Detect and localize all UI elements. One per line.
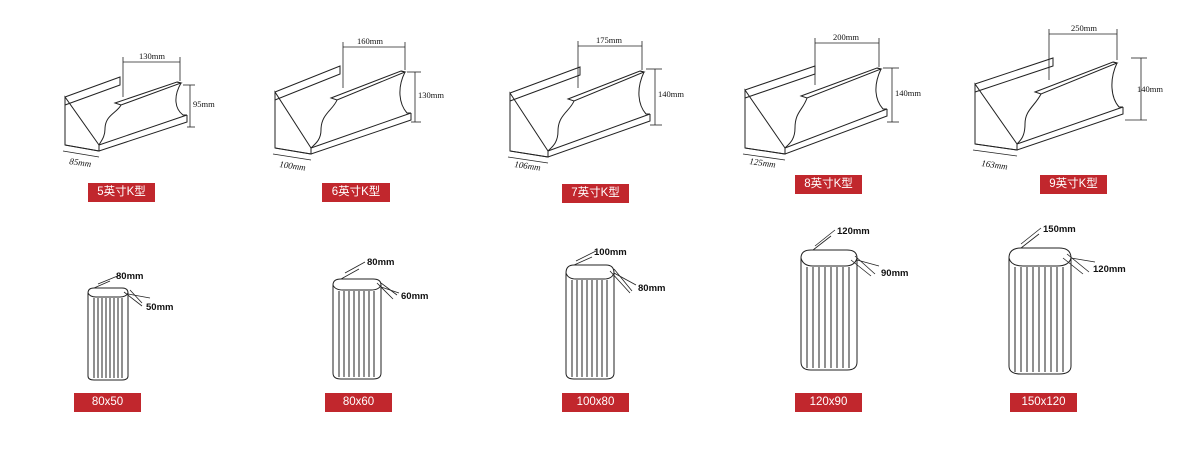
downpipe-80x50-drawing: 80mm 50mm: [87, 271, 173, 381]
gutter-7inch-drawing: 175mm 140mm 106mm: [507, 35, 684, 173]
gutter-top-dim: 160mm: [357, 36, 383, 46]
gutter-bottom-dim: 100mm: [279, 159, 307, 173]
downpipe-80x60-drawing: 80mm 60mm: [332, 257, 428, 380]
gutter-height-dim: 140mm: [658, 89, 684, 99]
gutter-bottom-dim: 106mm: [514, 159, 542, 173]
pipe-label: 100x80: [562, 393, 629, 412]
pipe-depth-dim: 90mm: [881, 268, 908, 279]
gutter-top-dim: 130mm: [139, 51, 165, 61]
gutter-9inch-drawing: 250mm 140mm 163mm: [972, 23, 1163, 172]
gutter-6inch-drawing: 160mm 130mm 100mm: [272, 36, 444, 173]
pipe-width-dim: 100mm: [594, 247, 627, 258]
gutter-bottom-dim: 163mm: [981, 158, 1009, 172]
pipe-label: 120x90: [795, 393, 862, 412]
pipe-depth-dim: 60mm: [401, 291, 428, 302]
gutter-bottom-dim: 85mm: [69, 156, 93, 169]
downpipe-120x90-drawing: 120mm 90mm: [800, 226, 908, 371]
gutter-top-dim: 175mm: [596, 35, 622, 45]
downpipe-150x120-drawing: 150mm 120mm: [1008, 224, 1126, 375]
pipe-label: 80x50: [74, 393, 141, 412]
pipe-depth-dim: 50mm: [146, 302, 173, 313]
pipe-width-dim: 80mm: [367, 257, 394, 268]
pipe-width-dim: 150mm: [1043, 224, 1076, 235]
gutter-height-dim: 140mm: [1137, 84, 1163, 94]
gutter-label: 7英寸K型: [562, 184, 629, 203]
gutter-label: 8英寸K型: [795, 175, 862, 194]
gutter-bottom-dim: 125mm: [749, 156, 777, 170]
gutter-height-dim: 140mm: [895, 88, 921, 98]
gutter-label: 9英寸K型: [1040, 175, 1107, 194]
gutter-height-dim: 130mm: [418, 90, 444, 100]
pipe-label: 150x120: [1010, 393, 1077, 412]
pipe-label: 80x60: [325, 393, 392, 412]
gutter-5inch-drawing: 130mm 95mm 85mm: [62, 51, 215, 169]
pipe-depth-dim: 120mm: [1093, 264, 1126, 275]
downpipe-100x80-drawing: 100mm 80mm: [565, 247, 665, 380]
gutter-top-dim: 200mm: [833, 32, 859, 42]
gutter-8inch-drawing: 200mm 140mm 125mm: [742, 32, 921, 170]
pipe-depth-dim: 80mm: [638, 283, 665, 294]
pipe-width-dim: 80mm: [116, 271, 143, 282]
gutter-top-dim: 250mm: [1071, 23, 1097, 33]
gutter-height-dim: 95mm: [193, 99, 215, 109]
gutter-label: 5英寸K型: [88, 183, 155, 202]
gutter-label: 6英寸K型: [322, 183, 390, 202]
pipe-width-dim: 120mm: [837, 226, 870, 237]
